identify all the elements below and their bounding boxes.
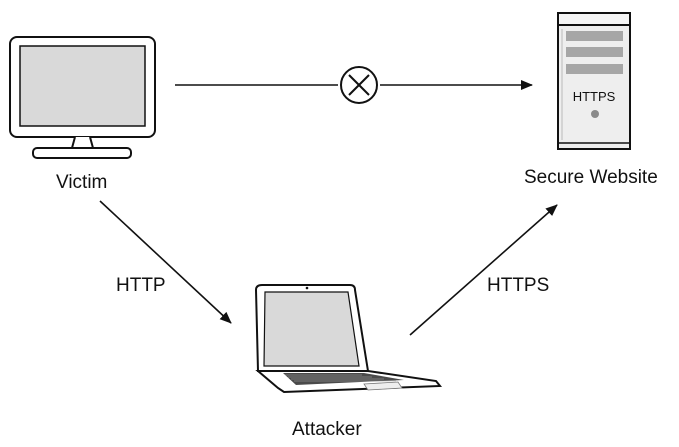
server-icon: HTTPS [557, 12, 631, 150]
desktop-monitor-icon [9, 36, 156, 159]
laptop-icon [254, 284, 443, 394]
victim-to-attacker-edge [99, 200, 232, 324]
server-https-badge: HTTPS [573, 89, 616, 104]
blocked-x-circle-icon [340, 66, 378, 104]
victim-label: Victim [56, 172, 108, 193]
http-edge-label: HTTP [116, 275, 166, 296]
secure-website-label: Secure Website [524, 167, 658, 188]
attacker-to-server-edge [409, 204, 558, 336]
attacker-label: Attacker [292, 419, 362, 440]
https-edge-label: HTTPS [487, 275, 550, 296]
